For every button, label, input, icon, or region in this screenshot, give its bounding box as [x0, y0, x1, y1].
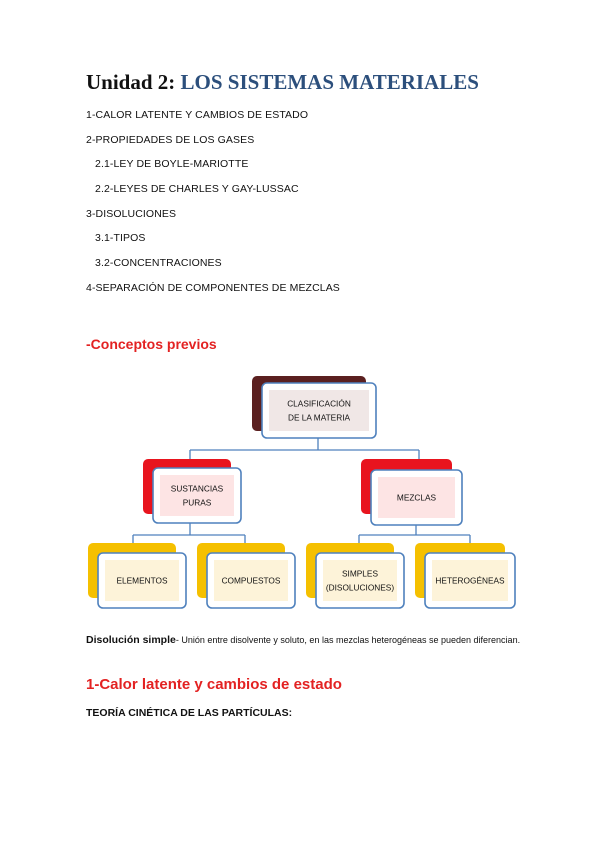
toc-item: 2-PROPIEDADES DE LOS GASES [86, 133, 255, 146]
theory-heading: TEORÍA CINÉTICA DE LAS PARTÍCULAS: [86, 707, 293, 719]
node-mixtures-fill [378, 477, 455, 518]
node-classification: CLASIFICACIÓN DE LA MATERIA [252, 376, 377, 439]
node-pure-substances-label: PURAS [183, 498, 212, 508]
node-pure-substances: SUSTANCIAS PURAS [143, 459, 242, 524]
node-classification-label: DE LA MATERIA [288, 413, 351, 423]
node-mixtures: MEZCLAS [361, 459, 463, 526]
node-elements-fill [105, 560, 179, 601]
node-elements: ELEMENTOS [88, 543, 187, 609]
node-compounds: COMPUESTOS [197, 543, 296, 609]
toc-item: 3.2-CONCENTRACIONES [95, 257, 222, 270]
node-mixtures-label: MEZCLAS [397, 493, 437, 503]
toc-item: 4-SEPARACIÓN DE COMPONENTES DE MEZCLAS [86, 281, 340, 294]
node-pure-substances-label: SUSTANCIAS [171, 484, 224, 494]
table-of-contents: 1-CALOR LATENTE Y CAMBIOS DE ESTADO 2-PRO… [86, 108, 340, 306]
node-classification-fill [269, 390, 369, 431]
node-compounds-fill [214, 560, 288, 601]
toc-item: 2.1-LEY DE BOYLE-MARIOTTE [95, 158, 249, 171]
definition-term: Disolución simple [86, 634, 176, 646]
section-heading-latent-heat: 1-Calor latente y cambios de estado [86, 676, 342, 693]
node-simple-label: SIMPLES [342, 569, 378, 579]
definition-body: - Unión entre disolvente y soluto, en la… [175, 635, 521, 645]
node-simple: SIMPLES (DISOLUCIONES) [306, 543, 405, 609]
definition-paragraph: Disolución simple- Unión entre disolvent… [86, 632, 526, 648]
node-simple-fill [323, 560, 397, 601]
node-heterogeneous-label: HETEROGÉNEAS [435, 576, 505, 586]
node-elements-label: ELEMENTOS [116, 576, 167, 586]
toc-item: 2.2-LEYES DE CHARLES Y GAY-LUSSAC [95, 183, 299, 196]
title-accent: LOS SISTEMAS MATERIALES [180, 70, 479, 94]
toc-item: 3.1-TIPOS [95, 232, 146, 245]
title-prefix: Unidad 2: [86, 70, 181, 94]
document-title: Unidad 2: LOS SISTEMAS MATERIALES [86, 70, 479, 95]
node-pure-substances-fill [160, 475, 234, 516]
node-compounds-label: COMPUESTOS [222, 576, 281, 586]
node-heterogeneous: HETEROGÉNEAS [415, 543, 516, 609]
section-heading-previous-concepts: -Conceptos previos [86, 336, 217, 352]
node-heterogeneous-fill [432, 560, 508, 601]
node-simple-label: (DISOLUCIONES) [326, 583, 394, 593]
toc-item: 1-CALOR LATENTE Y CAMBIOS DE ESTADO [86, 109, 309, 121]
toc-item: 3-DISOLUCIONES [86, 207, 177, 220]
node-classification-label: CLASIFICACIÓN [287, 399, 351, 409]
